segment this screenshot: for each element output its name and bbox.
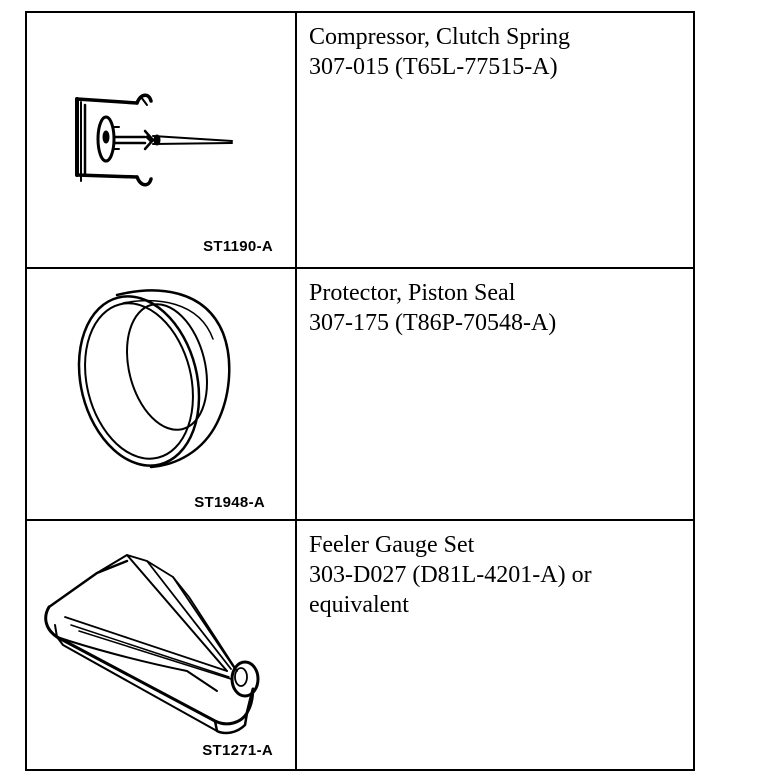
tool-illustration-cell: ST1948-A xyxy=(27,269,297,519)
tool-description-cell: Protector, Piston Seal 307-175 (T86P-705… xyxy=(297,269,693,519)
tool-name: Feeler Gauge Set xyxy=(309,532,475,558)
tool-illustration-cell: ST1271-A xyxy=(27,521,297,769)
tool-part-number: 307-015 (T65L-77515-A) xyxy=(309,54,558,80)
special-tools-table: ST1190-A Compressor, Clutch Spring 307-0… xyxy=(25,11,695,771)
tool-part-number: 303-D027 (D81L-4201-A) or xyxy=(309,562,592,588)
clutch-spring-compressor-icon xyxy=(75,93,233,187)
tool-description-cell: Compressor, Clutch Spring 307-015 (T65L-… xyxy=(297,13,693,267)
tool-name: Compressor, Clutch Spring xyxy=(309,24,571,50)
tool-illustration-cell: ST1190-A xyxy=(27,13,297,267)
tool-row-clutch-spring-compressor: ST1190-A Compressor, Clutch Spring 307-0… xyxy=(27,13,693,269)
tool-part-number-note: equivalent xyxy=(309,592,409,618)
feeler-gauge-set-icon xyxy=(44,554,260,735)
tool-code: ST1271-A xyxy=(202,742,273,759)
piston-seal-protector-icon xyxy=(77,289,231,469)
tool-row-piston-seal-protector: ST1948-A Protector, Piston Seal 307-175 … xyxy=(27,269,693,521)
tool-code: ST1948-A xyxy=(194,494,265,511)
tool-description-cell: Feeler Gauge Set 303-D027 (D81L-4201-A) … xyxy=(297,521,693,769)
tool-code: ST1190-A xyxy=(203,238,273,255)
tool-name: Protector, Piston Seal xyxy=(309,280,516,306)
tool-part-number: 307-175 (T86P-70548-A) xyxy=(309,310,557,336)
tool-row-feeler-gauge-set: ST1271-A Feeler Gauge Set 303-D027 (D81L… xyxy=(27,521,693,769)
